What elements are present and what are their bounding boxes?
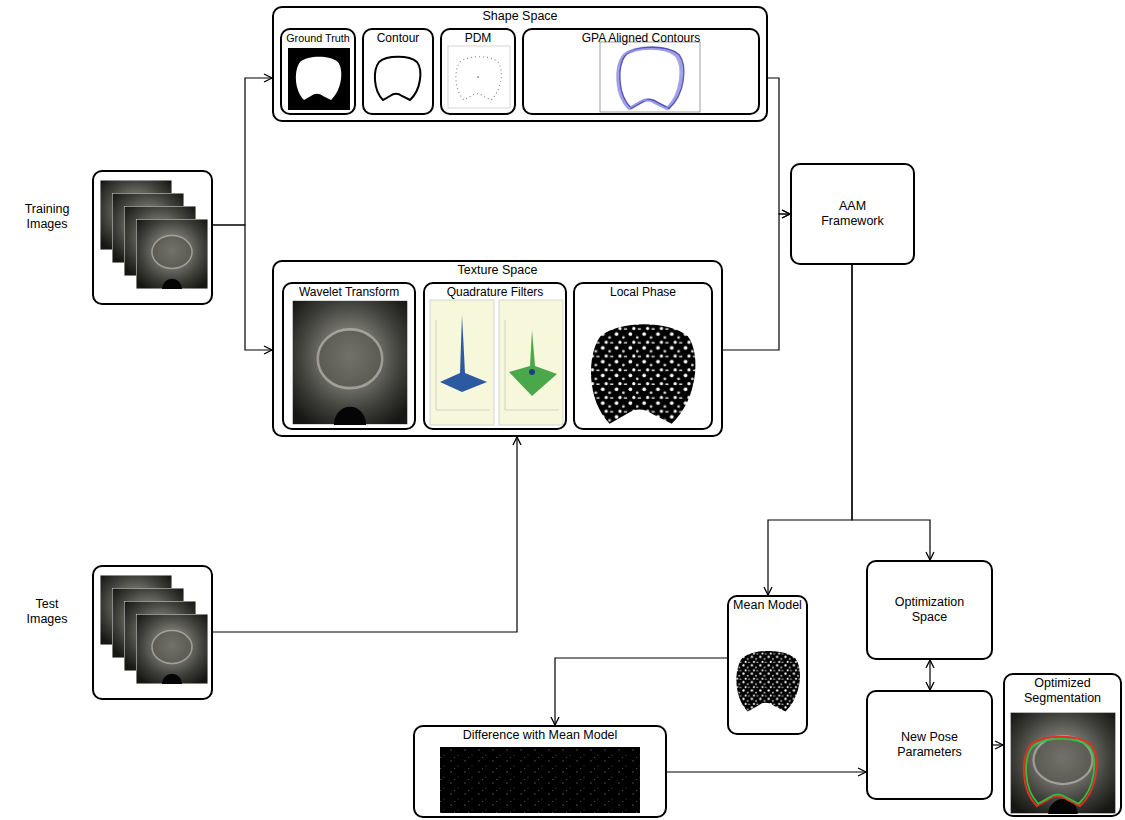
pdm-points	[448, 46, 510, 108]
connector-arrow	[213, 78, 272, 225]
mean-model-image	[736, 651, 800, 712]
illustration-part	[600, 42, 700, 112]
node-label: Mean Model	[729, 598, 806, 613]
illustration-part	[448, 46, 510, 108]
illustration-part	[1026, 739, 1094, 804]
illustration-part	[296, 57, 341, 100]
illustration-part	[456, 57, 501, 100]
node-label: Difference with Mean Model	[415, 728, 665, 743]
local-phase-image	[591, 324, 695, 423]
node-label: Wavelet Transform	[284, 285, 414, 300]
contour-outline	[375, 57, 420, 100]
illustration-part	[477, 76, 479, 78]
connector-arrow	[929, 660, 930, 690]
node-label: New Pose Parameters	[885, 730, 975, 760]
image-box: Ground Truth	[280, 28, 356, 115]
node-label: Optimized Segmentation	[1013, 676, 1113, 706]
wavelet-image	[292, 300, 408, 425]
connector-arrow	[852, 265, 930, 560]
illustration-part	[288, 48, 350, 110]
image-box: Optimized Segmentation	[1003, 673, 1122, 817]
illustration-part	[440, 315, 487, 392]
image-box: Local Phase	[573, 282, 713, 430]
image-box: GPA Aligned Contours	[522, 28, 760, 115]
illustration-part	[529, 369, 535, 375]
connector-arrow	[667, 771, 866, 772]
illustration-part	[292, 300, 408, 425]
illustration-part	[620, 47, 684, 108]
connector-arrow	[723, 214, 790, 350]
test-image-stack	[100, 575, 208, 684]
node-label: Training Images	[14, 202, 80, 232]
connector-arrow	[768, 265, 852, 595]
illustration-part	[1024, 737, 1097, 806]
image-box: Contour	[362, 28, 434, 115]
node-label: Local Phase	[575, 285, 711, 300]
connector-arrow	[213, 225, 272, 350]
illustration-part	[509, 330, 557, 396]
difference-image	[440, 747, 640, 813]
node-label: PDM	[442, 31, 514, 46]
process-box: Optimization Space	[866, 560, 993, 660]
image-box: PDM	[440, 28, 516, 115]
illustration-part	[430, 300, 494, 425]
image-box: Difference with Mean Model	[413, 725, 667, 818]
illustration-part	[1024, 737, 1097, 806]
illustration-part	[456, 57, 501, 100]
illustration-part	[375, 57, 420, 100]
node-label: Texture Space	[274, 263, 721, 278]
connector-arrow	[555, 658, 727, 725]
ground-truth-mask	[288, 48, 350, 110]
training-image-stack	[100, 180, 208, 289]
illustration-part	[136, 219, 208, 289]
illustration-part	[617, 49, 680, 109]
image-box: Wavelet Transform	[282, 282, 416, 430]
node-label: Ground Truth	[282, 31, 354, 46]
node-label: Shape Space	[274, 9, 766, 24]
node-label: Contour	[364, 31, 432, 46]
connector-arrow	[993, 744, 1003, 745]
segmentation-result-image	[1010, 712, 1116, 814]
node-label: Quadrature Filters	[425, 285, 565, 300]
illustration-part	[499, 300, 563, 425]
connector-arrow	[213, 437, 517, 632]
illustration-part	[440, 747, 640, 813]
image-stack-box: Training Images	[92, 170, 213, 305]
node-label: Test Images	[14, 597, 80, 627]
image-stack-box: Test Images	[92, 565, 213, 700]
illustration-part	[591, 324, 695, 423]
image-box: Quadrature Filters	[423, 282, 567, 430]
process-box: New Pose Parameters	[866, 690, 993, 800]
illustration-part	[617, 49, 680, 109]
illustration-part	[1026, 739, 1094, 804]
group-panel: Texture SpaceWavelet Transform Quadrature…	[272, 260, 723, 437]
process-box: AAM Framework	[790, 163, 915, 265]
illustration-part	[620, 47, 684, 108]
quadrature-filter-plots	[430, 300, 563, 425]
group-panel: Shape SpaceGround Truth Contour PDM GPA Ali…	[272, 6, 768, 122]
illustration-part	[736, 651, 800, 712]
gpa-aligned-contours	[600, 42, 700, 112]
illustration-part	[1010, 712, 1116, 814]
illustration-part	[436, 320, 559, 410]
node-label: GPA Aligned Contours	[524, 31, 758, 46]
node-label: AAM Framework	[813, 199, 893, 229]
illustration-part	[136, 614, 208, 684]
connector-arrow	[768, 78, 790, 214]
image-box: Mean Model	[727, 595, 808, 735]
node-label: Optimization Space	[885, 595, 975, 625]
